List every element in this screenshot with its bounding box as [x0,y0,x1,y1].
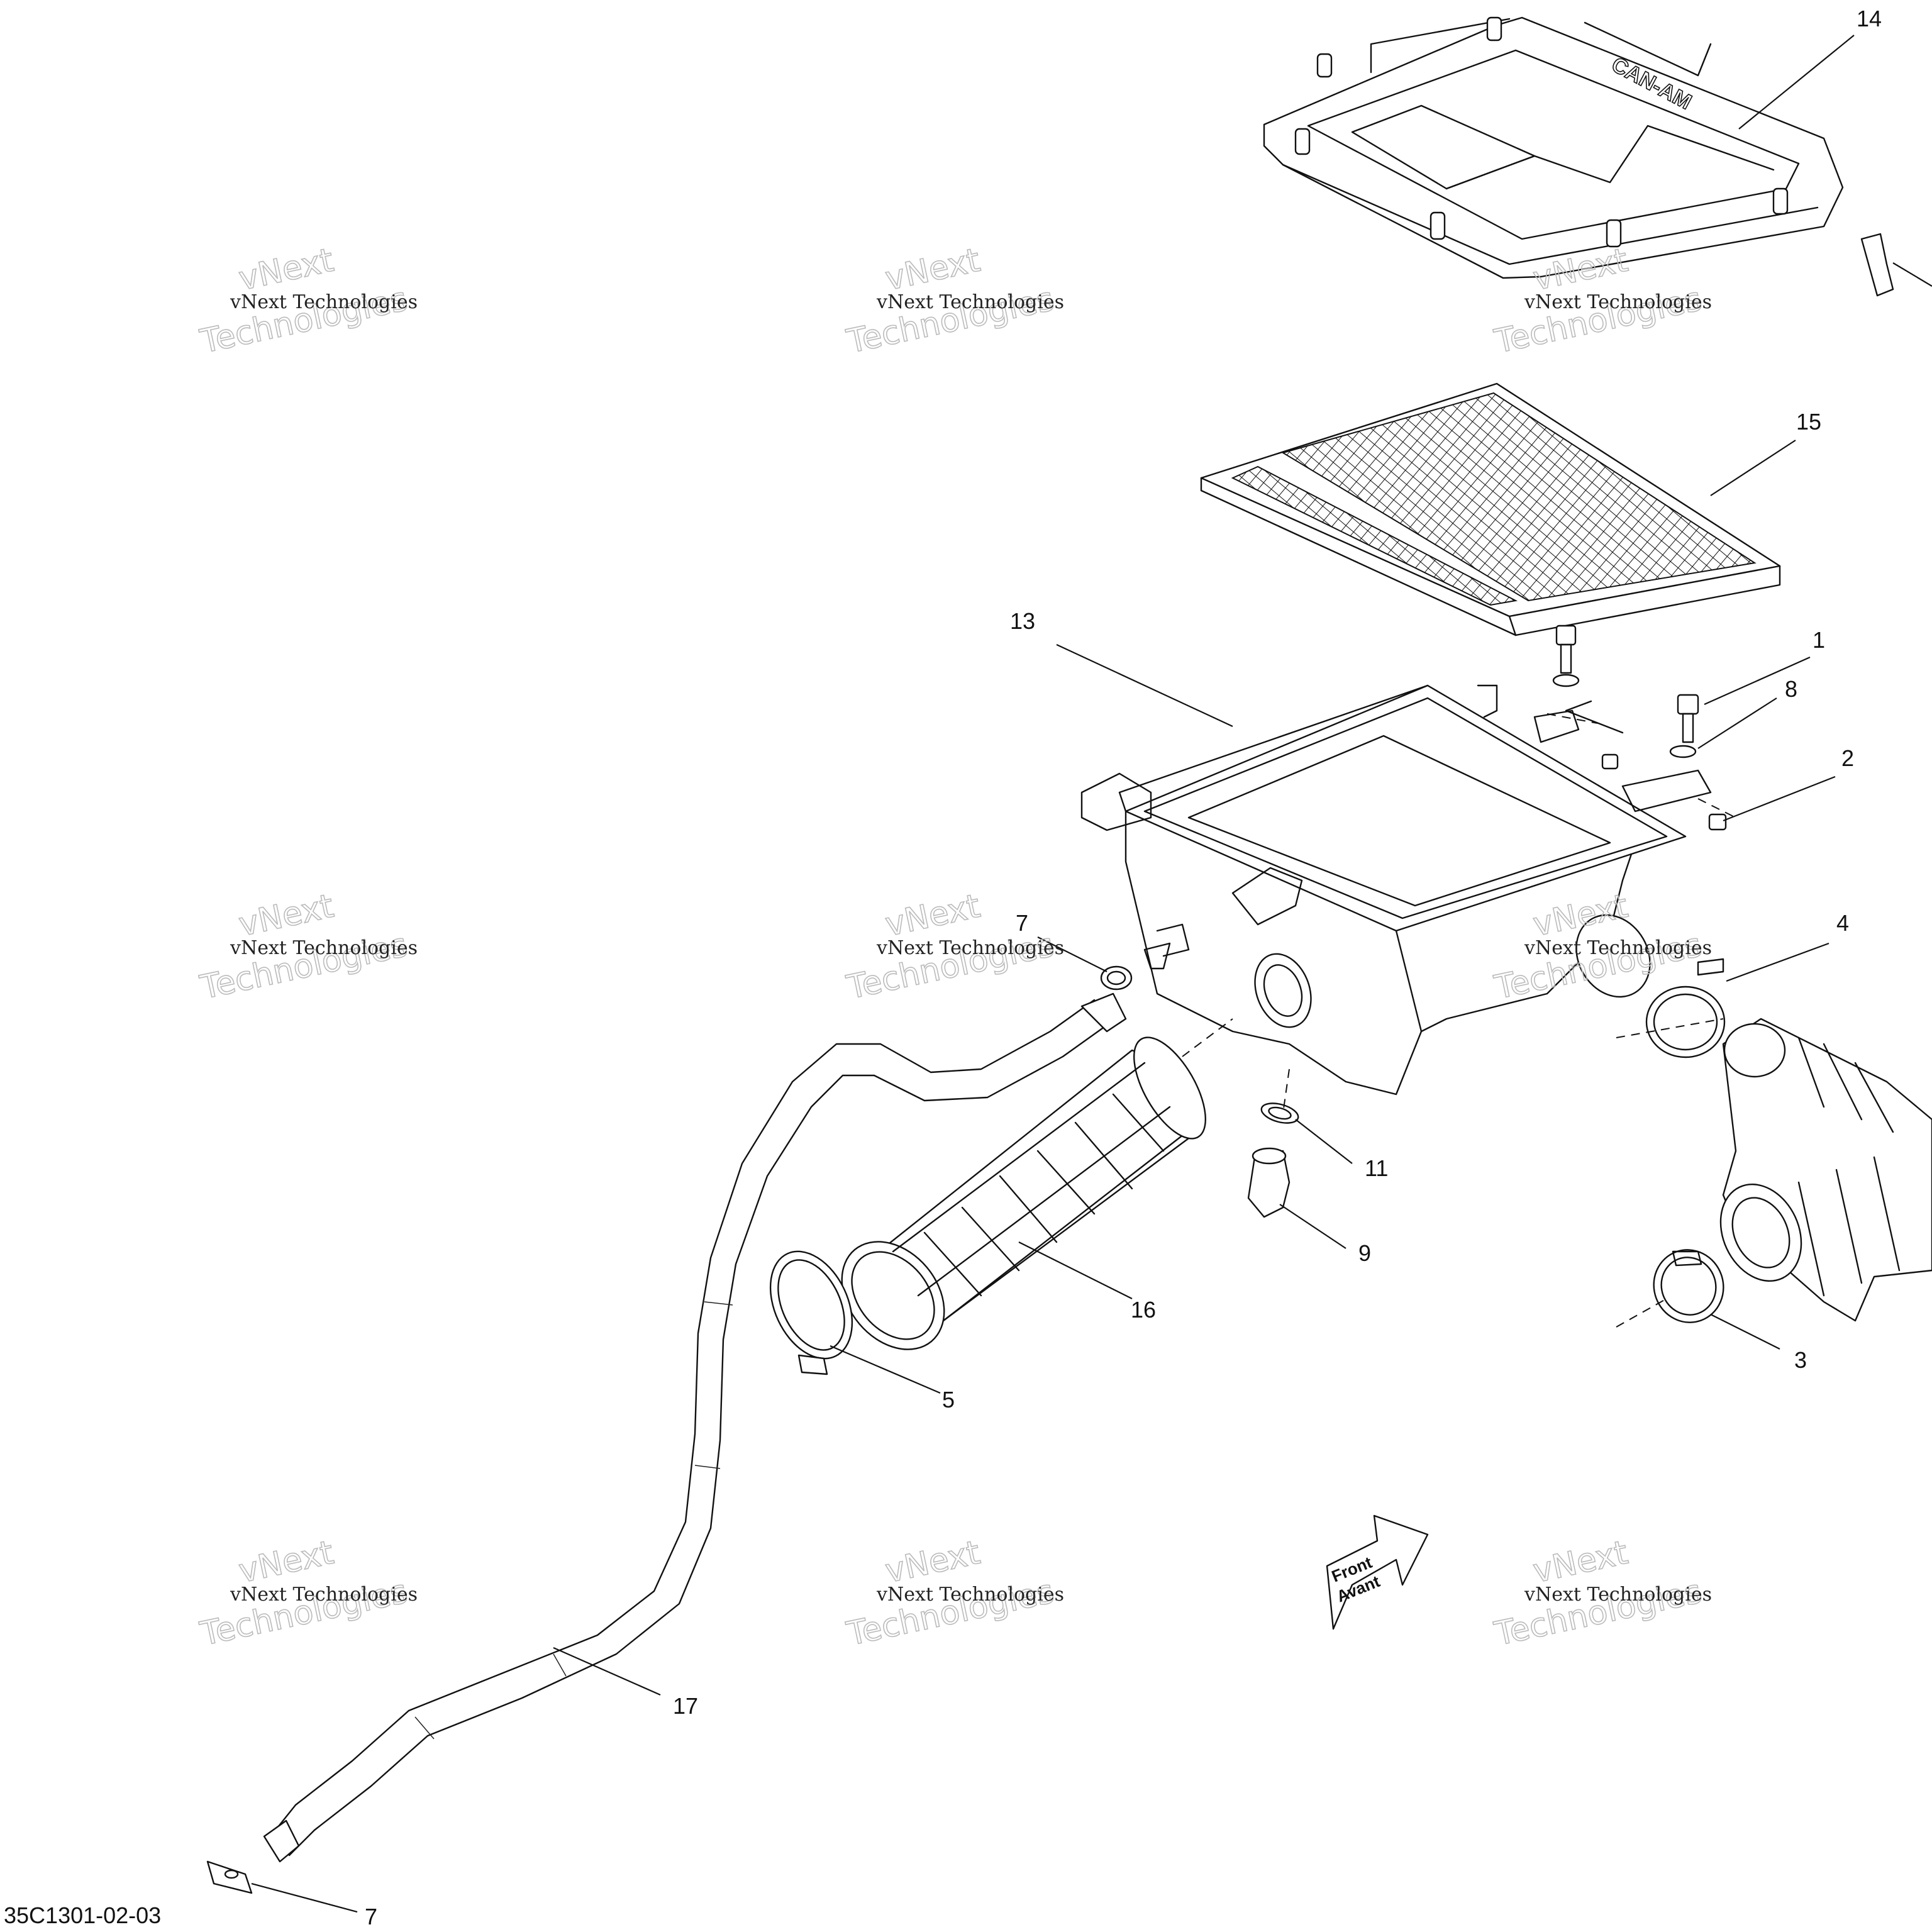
svg-text:vNext: vNext [882,1534,984,1591]
callout-3: 3 [1794,1347,1807,1373]
callout-17: 17 [673,1693,698,1719]
assembly-centerlines [1182,713,1736,1328]
svg-text:vNext: vNext [236,242,337,298]
callout-16: 16 [1131,1297,1156,1323]
svg-text:vNext Technologies: vNext Technologies [230,1584,418,1606]
svg-text:vNext Technologies: vNext Technologies [876,1584,1064,1606]
callout-14: 14 [1857,6,1882,31]
part-4-hose-clamp [1645,958,1726,1058]
part-11-clip [1260,1102,1299,1124]
part-8-washer [1669,745,1697,758]
svg-text:vNext: vNext [882,242,984,298]
callout-5: 5 [942,1387,955,1413]
svg-text:vNext Technologies: vNext Technologies [1524,937,1712,959]
watermark: vNext Technologies vNext Technologies [843,241,1064,362]
leader-lines [251,35,1932,1913]
part-17-vent-hose [263,992,1127,1863]
part-14-airbox-cover: CAN-AM [1263,16,1844,279]
bolt-upper [1552,625,1624,770]
watermark: vNext Technologies vNext Technologies [843,1533,1064,1654]
callout-9: 9 [1358,1240,1371,1266]
front-direction-arrow: Front Avant [1326,1514,1429,1630]
part-9-elbow [1247,1147,1291,1218]
callout-4: 4 [1836,910,1849,936]
part-7-clamp-upper [1100,965,1133,991]
watermark: vNext Technologies vNext Technologies [196,887,418,1008]
svg-text:vNext: vNext [1530,1534,1631,1591]
watermark: vNext Technologies vNext Technologies [1491,1533,1712,1654]
svg-text:vNext: vNext [882,887,984,944]
watermark: vNext Technologies vNext Technologies [196,241,418,362]
svg-text:vNext Technologies: vNext Technologies [230,937,418,959]
callout-11: 11 [1365,1155,1388,1181]
svg-text:vNext: vNext [236,1534,337,1591]
watermark: vNext Technologies vNext Technologies [843,887,1064,1008]
part-1-bolt [1677,694,1699,743]
callout-7-lower: 7 [365,1904,377,1929]
part-13-airbox [1080,684,1712,1096]
svg-text:vNext Technologies: vNext Technologies [876,937,1064,959]
svg-text:vNext Technologies: vNext Technologies [1524,291,1712,313]
part-7-clamp-lower [206,1860,253,1894]
part-3-hose-clamp [1653,1249,1724,1323]
callout-1: 1 [1813,627,1825,653]
callout-13: 13 [1010,608,1035,634]
callout-2: 2 [1841,745,1854,771]
part-16-inlet-duct [841,1036,1206,1350]
callout-7-upper: 7 [1016,910,1028,936]
part-5-hose-clamp [769,1250,853,1375]
svg-text:vNext Technologies: vNext Technologies [1524,1584,1712,1606]
part-15-air-filter [1200,382,1781,636]
svg-text:vNext Technologies: vNext Technologies [876,291,1064,313]
watermark: vNext Technologies vNext Technologies [196,1533,418,1654]
callout-15: 15 [1796,409,1821,435]
part-2-nut [1708,813,1727,831]
diagram-reference-code: 35C1301-02-03 [4,1902,161,1928]
callout-labels: 14 15 13 1 8 2 4 7 11 9 16 5 3 17 7 [365,6,1882,1929]
outlet-duct [1719,1018,1932,1322]
svg-text:vNext: vNext [236,887,337,944]
spring-clip [1860,233,1894,297]
svg-text:vNext Technologies: vNext Technologies [230,291,418,313]
callout-8: 8 [1785,676,1797,702]
